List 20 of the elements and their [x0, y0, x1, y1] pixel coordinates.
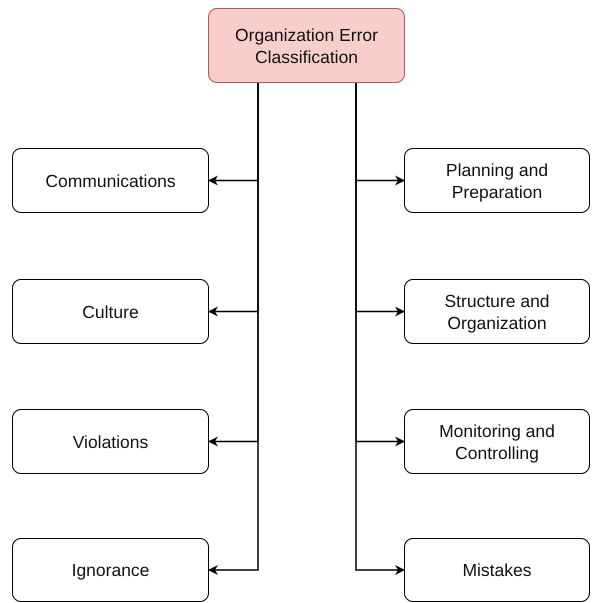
- category-box: [404, 148, 590, 213]
- category-box: [404, 538, 590, 602]
- category-box: [12, 409, 209, 474]
- node-label: Violations: [72, 430, 148, 452]
- node-label: Culture: [82, 300, 139, 322]
- node-label: Planning and Preparation: [444, 158, 550, 202]
- node-label: Mistakes: [462, 559, 532, 581]
- category-box: [12, 538, 209, 602]
- category-box: [404, 279, 590, 344]
- node-label: Organization Error Classification: [234, 24, 379, 68]
- category-box: [12, 148, 209, 213]
- node-label: Communications: [45, 170, 176, 192]
- arrow: [355, 83, 405, 575]
- node-label: Structure and Organization: [443, 290, 551, 334]
- node-label: Monitoring and Controlling: [438, 420, 556, 464]
- arrow: [208, 83, 259, 575]
- category-box: [12, 279, 209, 344]
- node-label: Ignorance: [72, 559, 150, 581]
- root-box: [208, 8, 405, 83]
- category-box: [404, 409, 590, 474]
